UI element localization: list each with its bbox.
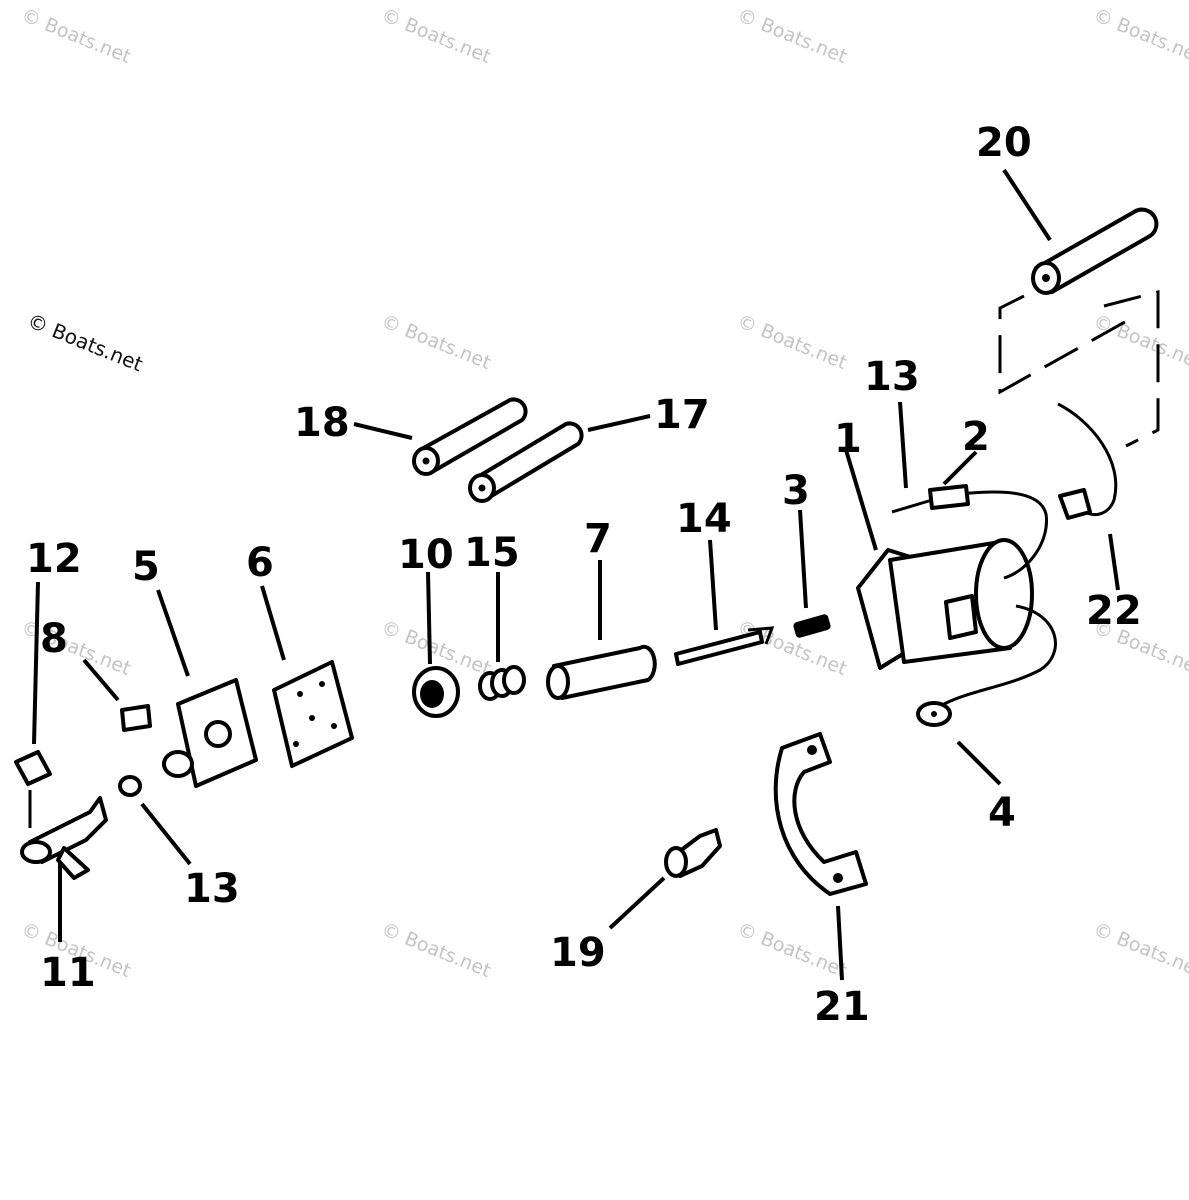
callout-8: 7	[584, 516, 612, 562]
watermark: © Boats.net	[18, 4, 134, 68]
part-21-sleeve	[1002, 168, 1159, 295]
part-14-pin	[674, 539, 775, 666]
callout-11: 11	[40, 950, 96, 996]
part-19-screw	[608, 828, 722, 930]
watermark: © Boats.net	[734, 918, 850, 982]
watermark: © Boats.net	[1090, 4, 1189, 68]
callout-21: 20	[976, 120, 1032, 166]
callout-20: 21	[814, 984, 870, 1030]
callout-6: 5	[132, 544, 160, 590]
part-15-spring	[478, 572, 526, 701]
callout-10: 10	[398, 532, 454, 578]
part-1-solenoid	[844, 449, 1034, 670]
callout-16: 13	[864, 354, 920, 400]
part-6-cover	[156, 589, 258, 788]
part-18-sleeve	[353, 397, 528, 476]
watermark: © Boats.net	[734, 616, 850, 680]
part-12-cap	[14, 581, 52, 836]
watermark: © Boats.net	[24, 308, 146, 376]
part-17-sleeve	[468, 414, 651, 503]
watermark: © Boats.net	[734, 310, 850, 374]
callout-1: 1	[834, 416, 862, 462]
watermark: © Boats.net	[1090, 918, 1189, 982]
part-20-bracket	[773, 732, 868, 981]
callout-13: 13	[184, 866, 240, 912]
watermark: © Boats.net	[378, 918, 494, 982]
callout-5: 8	[40, 616, 68, 662]
part-5-screw	[82, 658, 152, 732]
callout-22: 22	[1086, 588, 1142, 634]
part-10-nut	[412, 571, 460, 718]
callout-17: 17	[654, 392, 710, 438]
callout-2: 2	[962, 414, 990, 460]
part-4-ring-terminal-lead	[916, 604, 1057, 786]
callout-4: 4	[988, 790, 1016, 836]
part-7-gasket	[260, 585, 354, 768]
callout-7: 6	[246, 540, 274, 586]
watermark: © Boats.net	[378, 4, 494, 68]
callout-labels: 20 13 1 2 3 22 4 18 17 14 7 15 10 6 5 12…	[26, 120, 1142, 1030]
callout-12: 12	[26, 536, 82, 582]
dashed-assembly-bracket	[998, 290, 1160, 448]
part-3-spring	[793, 509, 831, 638]
watermark: © Boats.net	[734, 4, 850, 68]
callout-3: 3	[782, 468, 810, 514]
watermark: © Boats.net	[1090, 310, 1189, 374]
part-8-plunger	[546, 560, 657, 700]
callout-18: 18	[294, 400, 350, 446]
callout-15: 15	[464, 530, 520, 576]
part-11-fitting	[20, 796, 108, 942]
watermark: © Boats.net	[378, 310, 494, 374]
part-13-washer	[118, 775, 192, 866]
part-22-wire-clip	[1057, 402, 1120, 591]
callout-14: 14	[676, 496, 732, 542]
callout-19: 19	[550, 930, 606, 976]
part-2-lead-wire	[891, 401, 1048, 580]
